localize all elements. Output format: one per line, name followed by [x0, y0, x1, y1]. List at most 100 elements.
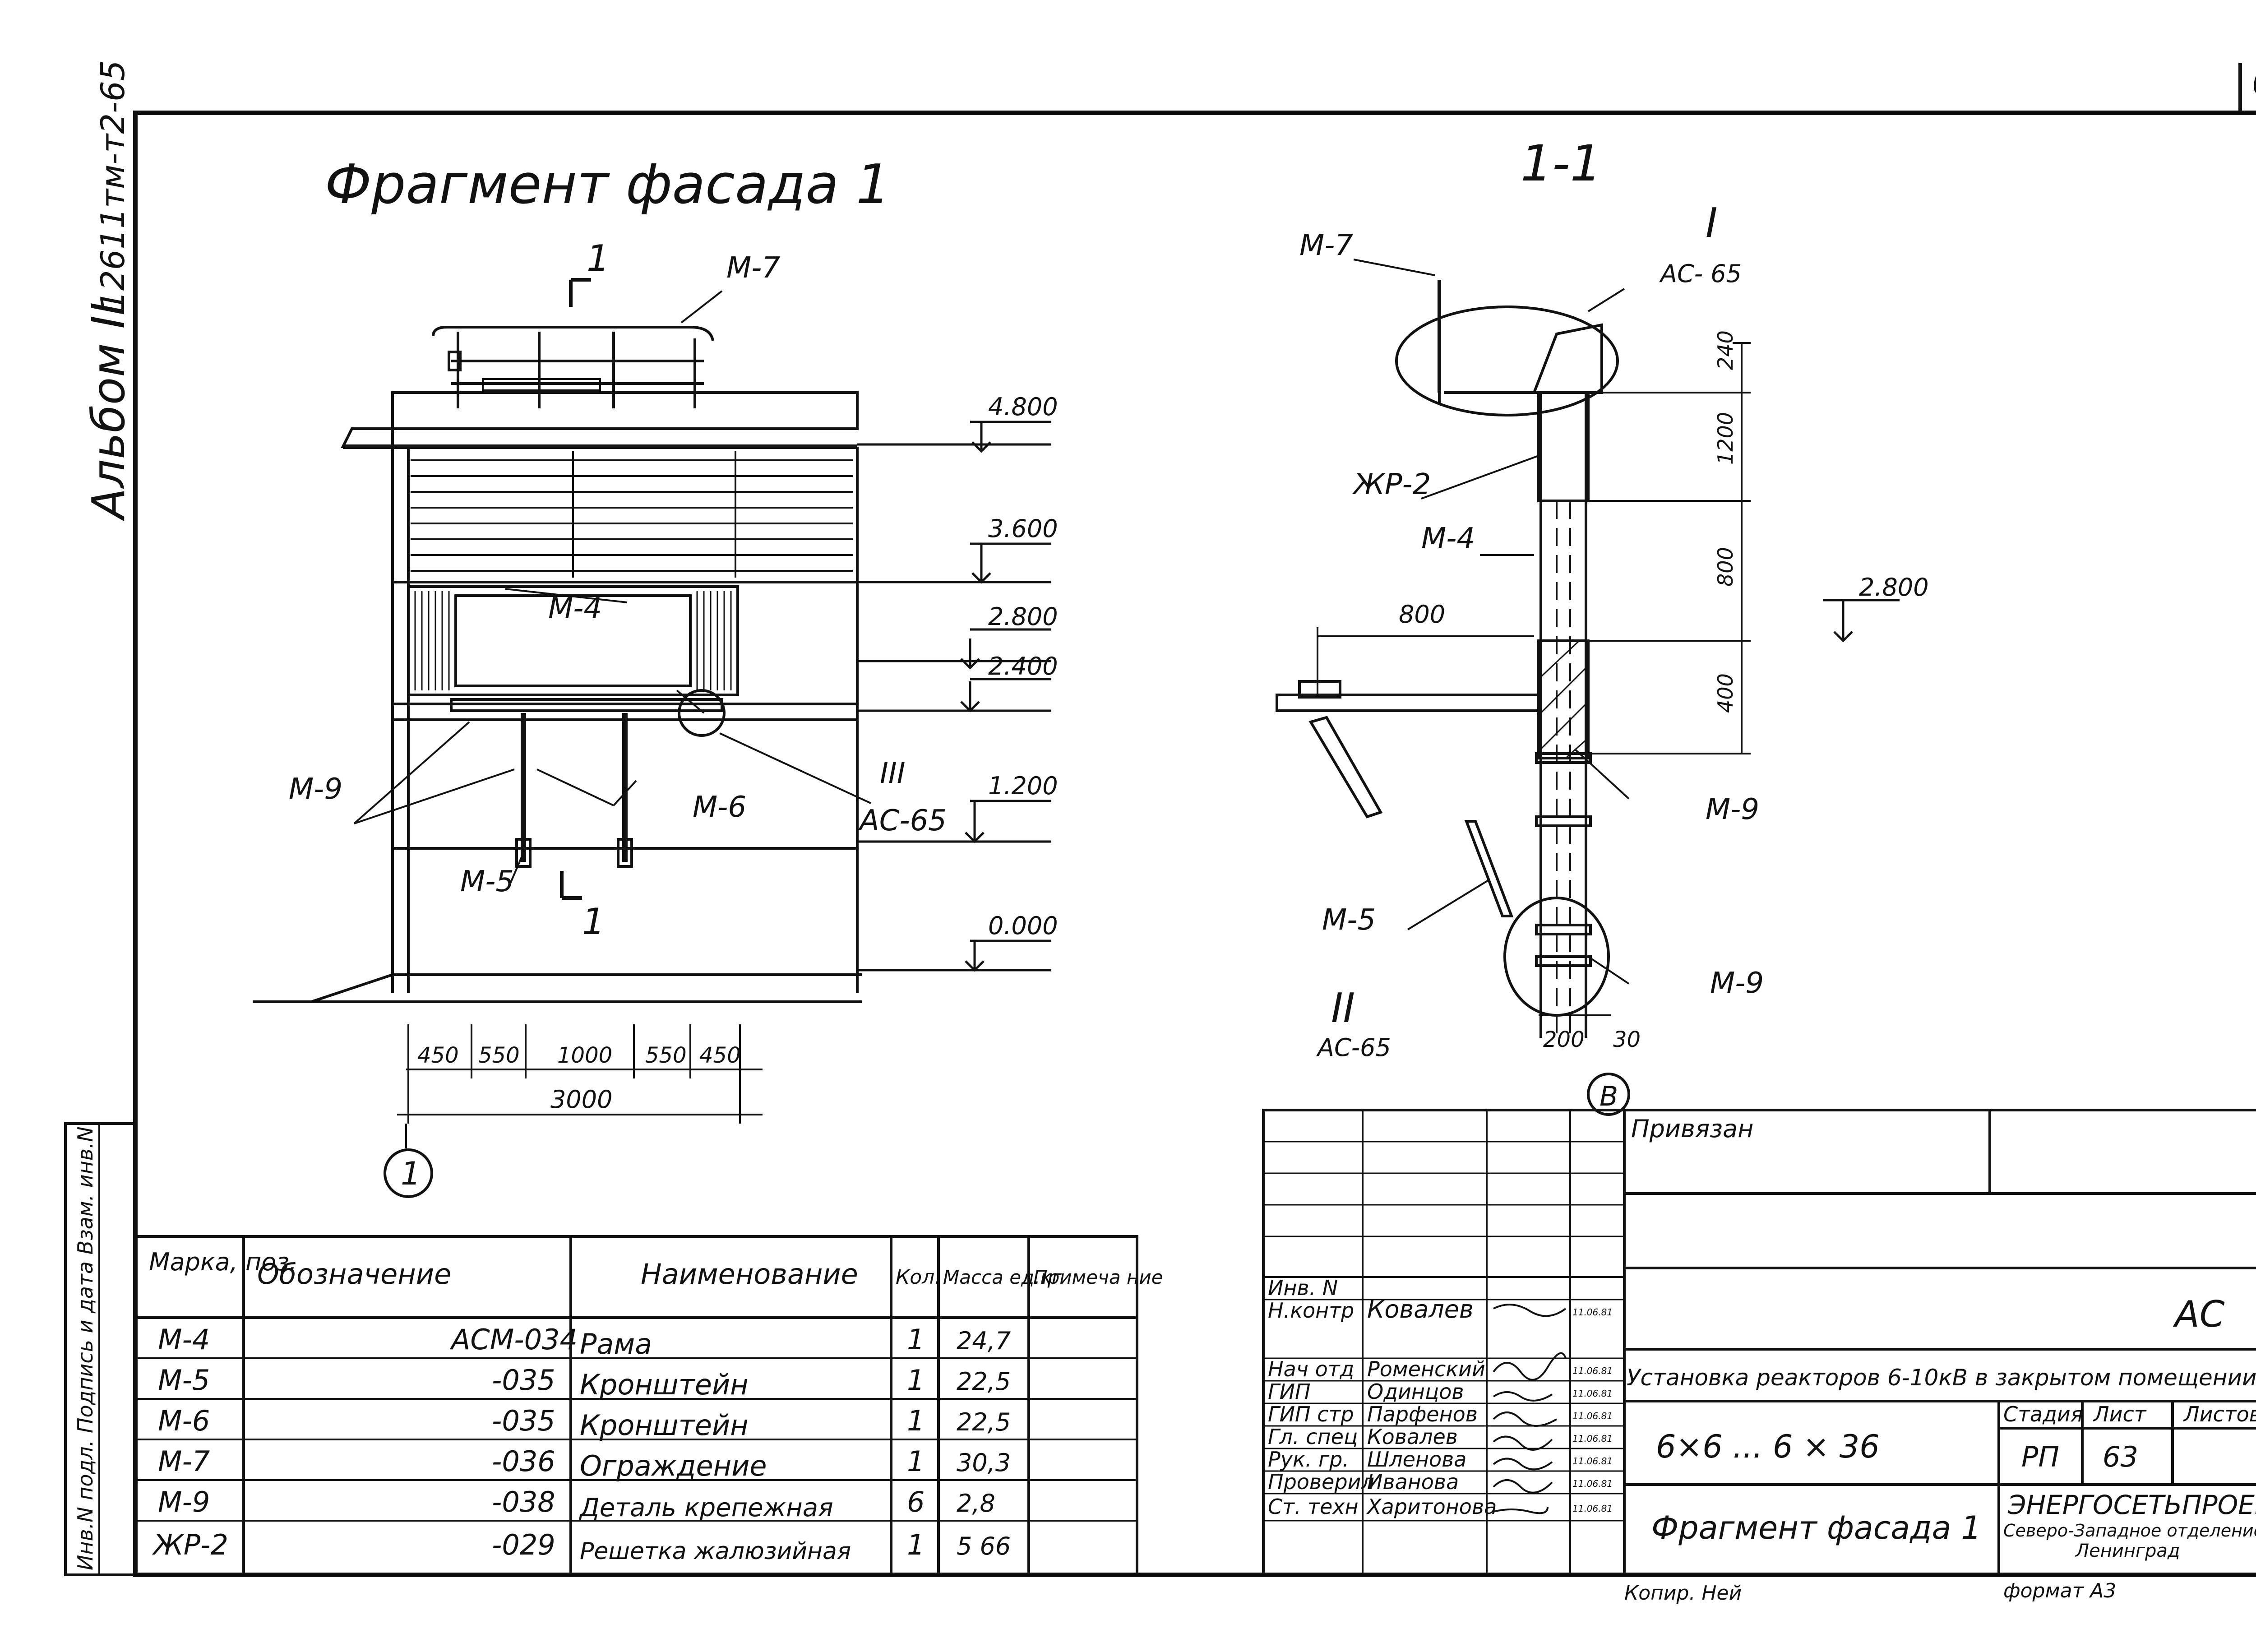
spec-row-mark: ЖР-2 — [152, 1528, 228, 1561]
facade-title: Фрагмент фасада 1 — [325, 153, 891, 216]
section-node-top-number: I — [1706, 199, 1718, 247]
staff-name: Ковалев — [1367, 1295, 1474, 1323]
spec-row-mass: 5 66 — [957, 1532, 1011, 1560]
spec-row-qty: 1 — [907, 1528, 925, 1561]
facade-level-2800: 2.800 — [988, 602, 1058, 631]
spec-header-name: Наименование — [641, 1258, 858, 1291]
section-m7-label: М-7 — [1299, 229, 1353, 262]
spec-row-designation: -035 — [492, 1404, 555, 1437]
facade-cut-bottom: 1 — [582, 901, 605, 943]
title-sheet-label: Лист — [2093, 1402, 2147, 1426]
section-vdim-240: 240 — [1713, 330, 1738, 370]
facade-dim-3: 1000 — [557, 1043, 612, 1068]
spec-row-designation: АСМ-034 — [449, 1323, 578, 1356]
facade-dim-2: 550 — [478, 1043, 520, 1068]
section-m5-label: М-5 — [1322, 903, 1376, 937]
section-title: 1-1 — [1521, 134, 1602, 192]
section-m9-bottom-label: М-9 — [1710, 967, 1764, 1000]
section-level-2800: 2.800 — [1859, 573, 1929, 602]
spec-row-qty: 6 — [907, 1485, 925, 1518]
staff-role: Гл. спец — [1268, 1425, 1358, 1449]
staff-role: ГИП стр — [1268, 1402, 1354, 1426]
facade-axis-label: 1 — [401, 1155, 421, 1192]
spec-row-mass: 30,3 — [957, 1448, 1011, 1477]
section-bracket-dim: 800 — [1399, 600, 1445, 629]
spec-header-note: Примеча ние — [1033, 1266, 1163, 1288]
facade-dim-1: 450 — [417, 1043, 459, 1068]
facade-m5-label: М-5 — [460, 865, 514, 898]
facade-node-sheet: АС-65 — [858, 804, 947, 838]
spec-row-mass: 22,5 — [957, 1408, 1011, 1436]
title-stage: РП — [2021, 1440, 2059, 1473]
spec-row-mass: 24,7 — [957, 1327, 1011, 1355]
staff-role: Нач отд — [1268, 1357, 1354, 1381]
title-org-city: Ленинград — [2075, 1541, 2180, 1561]
staff-role: Ст. техн — [1268, 1495, 1359, 1519]
spec-row-name: Кронштейн — [580, 1368, 749, 1401]
staff-name: Роменский — [1367, 1357, 1485, 1381]
staff-date: 11.06.81 — [1572, 1503, 1613, 1514]
spec-row-name: Кронштейн — [580, 1409, 749, 1442]
spec-row-qty: 1 — [907, 1364, 925, 1397]
section-m9-top-label: М-9 — [1706, 793, 1759, 826]
title-inv-label: Инв. N — [1268, 1276, 1338, 1300]
facade-level-3600: 3.600 — [988, 514, 1058, 543]
facade-cut-top: 1 — [587, 237, 610, 279]
section-node-bottom-number: II — [1331, 985, 1355, 1032]
facade-node-number: III — [880, 757, 906, 790]
spec-row-mark: М-9 — [158, 1485, 210, 1518]
facade-level-1200: 1.200 — [988, 772, 1058, 800]
staff-name: Парфенов — [1367, 1402, 1478, 1426]
spec-row-mass: 22,5 — [957, 1367, 1011, 1396]
title-code: АС — [2173, 1293, 2225, 1335]
spec-header-designation: Обозначение — [257, 1258, 451, 1291]
title-sheet-name: Фрагмент фасада 1 — [1651, 1509, 1981, 1546]
section-dim-30: 30 — [1613, 1027, 1641, 1052]
spec-row-mass: 2,8 — [957, 1489, 995, 1518]
spec-header-qty: Кол. — [896, 1266, 941, 1289]
section-node-bottom-sheet: АС-65 — [1316, 1033, 1391, 1062]
signatures — [1493, 1304, 1567, 1514]
section-vdim-1200: 1200 — [1713, 412, 1738, 465]
facade-drawing — [253, 278, 1051, 1198]
spec-row-qty: 1 — [907, 1445, 925, 1478]
staff-date: 11.06.81 — [1572, 1388, 1613, 1399]
section-node-top-sheet: АС- 65 — [1659, 259, 1742, 288]
spec-row-designation: -038 — [492, 1485, 555, 1518]
facade-m9-label: М-9 — [289, 773, 342, 806]
sheet-frame — [133, 111, 2256, 1577]
spec-row-name: Рама — [580, 1328, 652, 1360]
section-m4-label: М-4 — [1421, 522, 1475, 555]
album-label: Альбом II — [82, 302, 135, 522]
facade-level-0000: 0.000 — [988, 912, 1058, 940]
facade-m6-label: М-6 — [693, 791, 746, 824]
spec-row-name: Деталь крепежная — [578, 1493, 833, 1522]
staff-name: Иванова — [1367, 1470, 1459, 1494]
staff-date: 11.06.81 — [1572, 1456, 1613, 1467]
staff-role: Рук. гр. — [1268, 1447, 1349, 1472]
title-privyazan: Привязан — [1631, 1115, 1753, 1143]
spec-header-mass: Масса ед.кг — [943, 1266, 1062, 1288]
staff-date: 11.06.81 — [1572, 1307, 1613, 1318]
album-code: 12611тм-т2-65 — [94, 60, 132, 311]
facade-m4-label: М-4 — [548, 592, 602, 625]
staff-name: Харитонова — [1366, 1495, 1497, 1519]
facade-level-4800: 4.800 — [988, 393, 1058, 421]
section-vdim-400: 400 — [1713, 673, 1738, 713]
spec-row-name: Ограждение — [580, 1449, 767, 1482]
spec-row-mark: М-5 — [158, 1364, 210, 1397]
facade-dim-4: 550 — [645, 1043, 687, 1068]
page-number: 64 — [2251, 61, 2256, 103]
spec-row-mark: М-6 — [158, 1404, 210, 1437]
note-copied: Копир. Ней — [1624, 1582, 1742, 1605]
spec-row-name: Решетка жалюзийная — [580, 1538, 851, 1565]
title-sheets-label: Листов — [2183, 1402, 2256, 1426]
title-project: Установка реакторов 6-10кВ в закрытом по… — [1627, 1365, 2256, 1391]
staff-name: Ковалев — [1367, 1425, 1458, 1449]
spec-row-mark: М-4 — [158, 1323, 210, 1356]
spec-row-mark: М-7 — [158, 1445, 210, 1478]
staff-date: 11.06.81 — [1572, 1433, 1613, 1444]
facade-total-dim: 3000 — [550, 1085, 612, 1114]
staff-role: Н.контр — [1268, 1298, 1354, 1323]
spec-row-designation: -035 — [492, 1364, 555, 1397]
